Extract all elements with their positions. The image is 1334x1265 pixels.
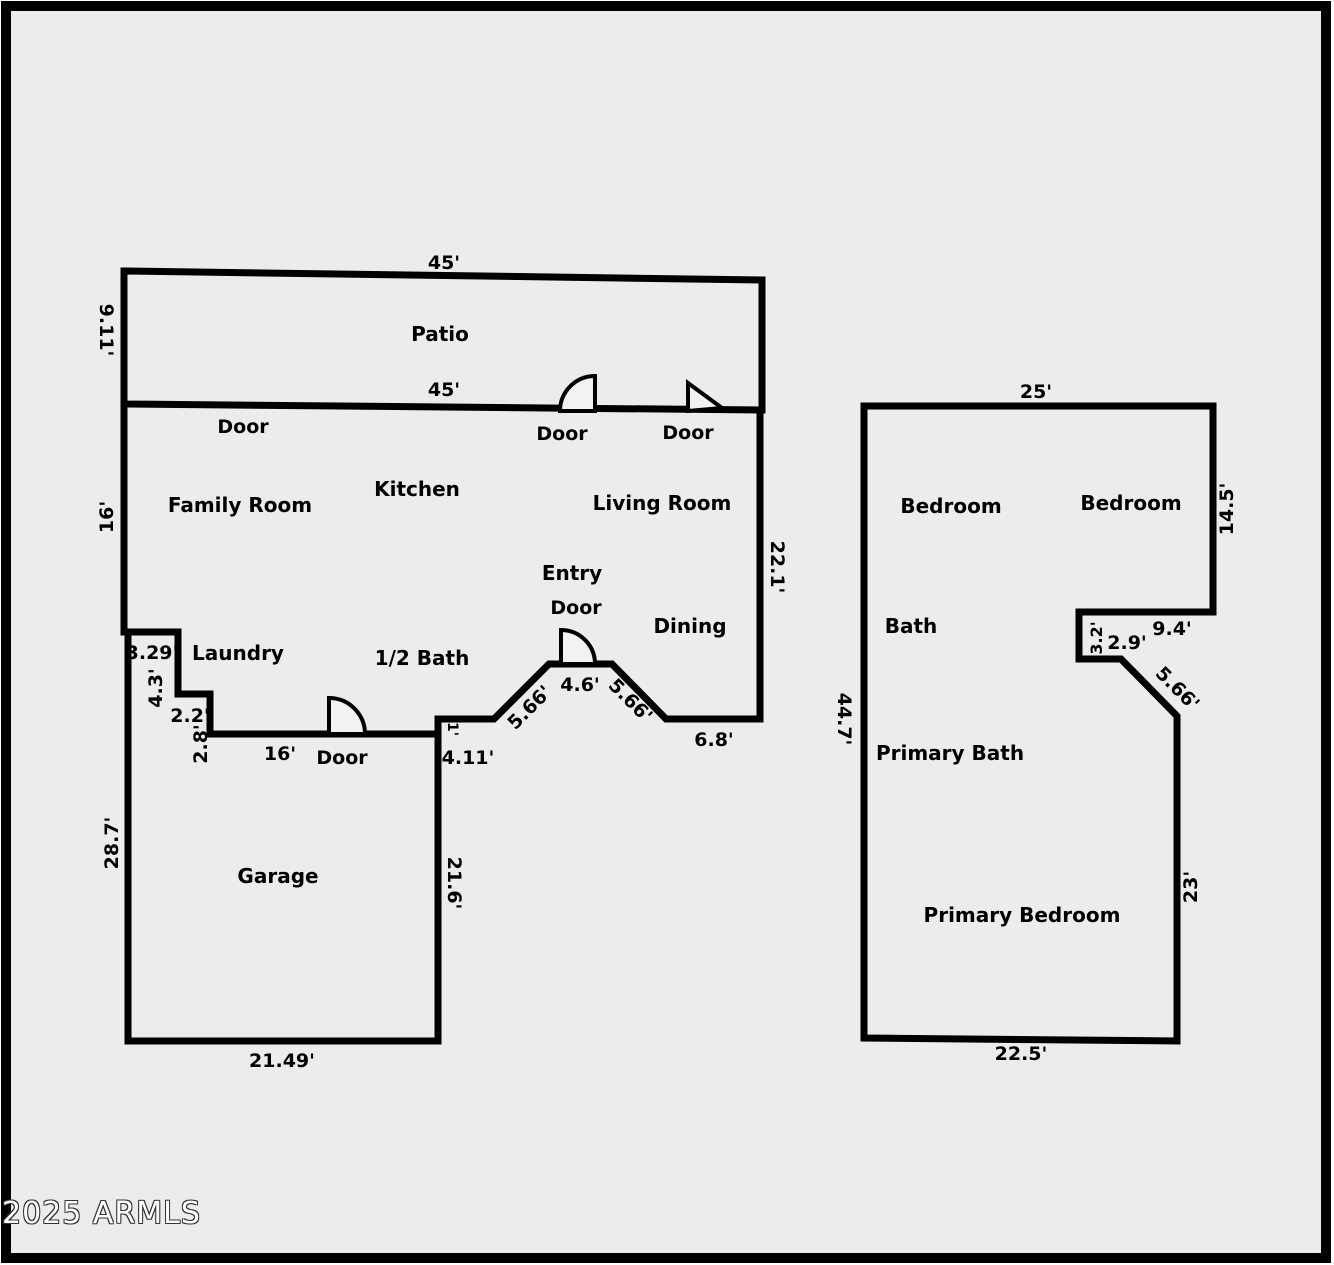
- room-label-primary-bedroom: Primary Bedroom: [924, 903, 1121, 927]
- dim-step-a: 1': [444, 722, 460, 736]
- dim-front-right: 6.8': [694, 729, 733, 751]
- dim-laundry-b: 4.3': [145, 668, 167, 707]
- room-label-living-room: Living Room: [593, 491, 732, 515]
- room-label-primary-bath: Primary Bath: [876, 741, 1024, 765]
- room-label-entry: Entry: [542, 561, 602, 585]
- dim-upper-top: 25': [1020, 381, 1052, 403]
- room-label-dining: Dining: [653, 614, 726, 638]
- dim-upper-notch-c: 3.2': [1087, 621, 1106, 654]
- patio-door-swing-right: [686, 379, 728, 414]
- dim-laundry-a: 3.29': [126, 642, 179, 664]
- patio-door-swing-mid: [557, 373, 597, 413]
- main-floor-outline: [120, 404, 764, 738]
- dim-laundry-d: 2.8': [190, 724, 212, 763]
- door-label-garage: Door: [316, 747, 368, 769]
- dim-bay-mid: 4.6': [560, 674, 599, 696]
- dim-upper-right-top: 14.5': [1216, 483, 1238, 536]
- dim-step-b: 4.11': [442, 747, 495, 769]
- room-label-kitchen: Kitchen: [374, 477, 460, 501]
- upper-floor-outline: [860, 402, 1217, 1045]
- watermark: 2025 ARMLS: [2, 1196, 201, 1231]
- dim-garage-right: 21.6': [443, 857, 465, 910]
- dim-garage-top: 16': [264, 743, 296, 765]
- dim-upper-notch-b: 2.9': [1107, 632, 1146, 654]
- room-label-bath: Bath: [885, 614, 938, 638]
- dim-upper-bottom: 22.5': [995, 1043, 1048, 1065]
- room-label-bedroom-2: Bedroom: [1080, 491, 1181, 515]
- dim-patio-bottom: 45': [428, 379, 460, 401]
- garage-outline: [124, 632, 442, 1045]
- dim-patio-left: 9.11': [95, 304, 117, 357]
- room-label-laundry: Laundry: [192, 641, 284, 665]
- garage-door-swing: [327, 695, 368, 736]
- room-label-half-bath: 1/2 Bath: [375, 646, 470, 670]
- door-label-patio-left: Door: [217, 416, 269, 438]
- door-label-patio-mid: Door: [536, 423, 588, 445]
- door-label-entry: Door: [550, 597, 602, 619]
- room-label-patio: Patio: [411, 322, 469, 346]
- room-label-family-room: Family Room: [168, 493, 312, 517]
- dim-upper-notch-a: 9.4': [1152, 618, 1191, 640]
- dim-garage-left: 28.7': [101, 817, 123, 870]
- dim-main-right: 22.1': [766, 541, 788, 594]
- dim-upper-right-bottom: 23': [1180, 871, 1202, 903]
- dim-patio-top: 45': [428, 252, 460, 274]
- dim-upper-left: 44.7': [833, 693, 855, 746]
- dim-laundry-c: 2.2': [170, 705, 209, 727]
- entry-door-swing: [559, 627, 598, 666]
- door-label-patio-right: Door: [662, 422, 714, 444]
- dim-main-left: 16': [96, 501, 118, 533]
- room-label-garage: Garage: [237, 864, 318, 888]
- room-label-bedroom-1: Bedroom: [900, 494, 1001, 518]
- dim-garage-bottom: 21.49': [249, 1050, 315, 1072]
